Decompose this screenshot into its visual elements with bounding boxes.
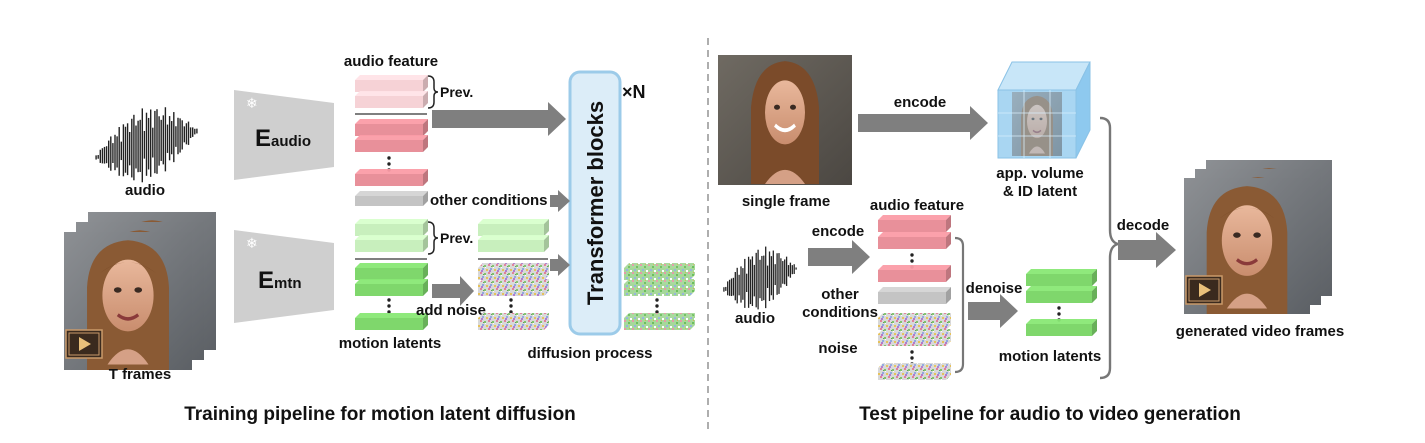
encode-label-2: encode: [812, 223, 865, 240]
noisy-latent-slab: [478, 313, 549, 330]
arrow-add-noise: [432, 276, 474, 306]
audio-feature-slab: [355, 75, 428, 92]
motion-latent-stack: [355, 219, 428, 330]
test-motion-latent-slab: [1026, 319, 1097, 336]
test-input-bracket: [954, 236, 965, 374]
frames-label: T frames: [109, 366, 172, 383]
test-audio-feature-slab: [878, 265, 951, 282]
test-audio-feature-slab: [878, 215, 951, 232]
denoise-label: denoise: [966, 280, 1023, 297]
motion-latent-slab: [355, 313, 428, 330]
snowflake-icon: ❄: [246, 96, 258, 112]
motion-latent-slab: [355, 263, 428, 280]
svg-text:Prev.: Prev.: [440, 230, 473, 246]
test-audio-feature-stack: [878, 215, 951, 282]
test-noise-stack: [878, 313, 951, 380]
motion-latents-label: motion latents: [339, 335, 442, 352]
noisy-latent-stack: [478, 219, 549, 330]
test-conditions-block: [878, 287, 951, 304]
arrow-decode: [1118, 232, 1176, 268]
test-audio-waveform-icon: [723, 246, 797, 310]
train-audio-label: audio: [125, 182, 165, 199]
audio-feature-slab: [355, 119, 428, 136]
test-noise-slab: [878, 329, 951, 346]
single-frame-label: single frame: [742, 193, 830, 210]
motion-latent-slab: [355, 279, 428, 296]
motion-latent-slab: [355, 219, 428, 236]
test-audio-feature-slab: [878, 232, 951, 249]
ellipsis-dots: [655, 298, 659, 314]
audio-feature-slab: [355, 169, 428, 186]
appearance-volume: [997, 61, 1091, 159]
test-noise-slab: [878, 313, 951, 330]
svg-text:Prev.: Prev.: [440, 84, 473, 100]
other-label-line1: other: [821, 286, 859, 303]
add-noise-label: add noise: [416, 302, 486, 319]
transformer-blocks: Transformer blocks: [568, 70, 622, 336]
encode-label-1: encode: [894, 94, 947, 111]
arrow-audio-to-transformer: [432, 102, 566, 136]
diffusion-process-label: diffusion process: [527, 345, 652, 362]
noisy-latent-slab: [478, 219, 549, 236]
audio-waveform-icon: [95, 107, 198, 183]
motion-latent-slab: [355, 235, 428, 252]
prev-brace-1: Prev.: [427, 75, 473, 109]
audio-encoder: ❄ Eaudio: [234, 90, 334, 180]
output-latent-slab: [624, 313, 695, 330]
generated-frames-image: [1182, 158, 1334, 316]
test-audio-feature-label: audio feature: [870, 197, 964, 214]
arrow-encode-frame: [858, 106, 988, 140]
snowflake-icon: ❄: [246, 236, 258, 252]
decode-label: decode: [1117, 217, 1170, 234]
test-motion-latent-stack: [1026, 269, 1097, 336]
decode-bracket: [1099, 116, 1119, 380]
other-conditions-block: [355, 191, 428, 206]
arrow-motion-to-transformer: [550, 254, 570, 276]
ellipsis-dots: [387, 298, 391, 314]
test-condition-slab: [878, 287, 951, 304]
arrow-conditions-to-transformer: [550, 190, 570, 212]
training-arrows: [432, 102, 570, 306]
audio-feature-stack: [355, 75, 428, 186]
other-label-line2: conditions: [802, 304, 878, 321]
svg-text:Eaudio: Eaudio: [255, 125, 311, 152]
film-icon: [1185, 275, 1223, 305]
noisy-latent-slab: [478, 263, 549, 280]
motion-encoder: ❄ Emtn: [234, 230, 334, 323]
prev-brace-2: Prev.: [427, 221, 473, 255]
single-frame-image: [718, 55, 852, 185]
ellipsis-dots: [509, 298, 513, 314]
noisy-latent-slab: [478, 279, 549, 296]
audio-feature-slab: [355, 135, 428, 152]
condition-slab: [355, 191, 428, 206]
test-audio-label: audio: [735, 310, 775, 327]
film-icon: [65, 329, 103, 359]
volume-label-line1: app. volume: [996, 165, 1084, 182]
generated-label: generated video frames: [1176, 323, 1344, 340]
output-latent-slab: [624, 263, 695, 280]
other-conditions-label: other conditions: [430, 192, 548, 209]
training-caption: Training pipeline for motion latent diff…: [184, 404, 576, 425]
output-latent-slab: [624, 279, 695, 296]
test-motion-latent-slab: [1026, 286, 1097, 303]
diffusion-output-stack: [624, 263, 695, 330]
repeat-label: ×N: [622, 82, 646, 102]
svg-text:Emtn: Emtn: [258, 267, 302, 294]
test-motion-latents-label: motion latents: [999, 348, 1102, 365]
training-frames-image: [62, 210, 218, 372]
noisy-latent-slab: [478, 235, 549, 252]
volume-label-line2: & ID latent: [1003, 183, 1077, 200]
test-noise-slab: [878, 363, 951, 380]
svg-text:Transformer blocks: Transformer blocks: [583, 101, 608, 305]
audio-feature-label: audio feature: [344, 53, 438, 70]
arrow-denoise: [968, 294, 1018, 328]
noise-label: noise: [818, 340, 857, 357]
audio-feature-slab: [355, 91, 428, 108]
test-caption: Test pipeline for audio to video generat…: [859, 404, 1241, 425]
arrow-encode-audio: [808, 240, 870, 274]
test-motion-latent-slab: [1026, 269, 1097, 286]
